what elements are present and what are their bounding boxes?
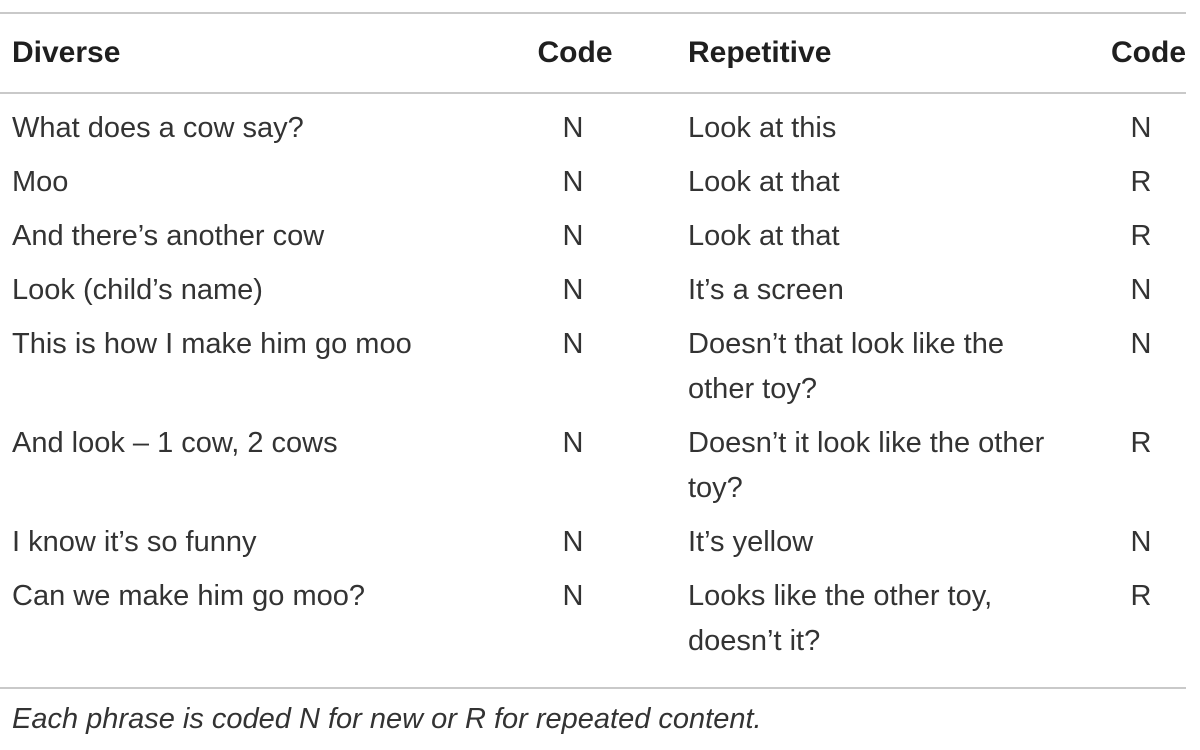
bottom-rule [0, 687, 1186, 689]
code-cell: N [1130, 112, 1152, 144]
diverse-cell: This is how I make him go moo [12, 328, 412, 360]
table-row: Moo N Look at that R [0, 160, 1186, 214]
code-cell: N [1130, 526, 1152, 558]
code-cell: N [562, 166, 584, 198]
repetitive-cell: Doesn’t it look like the other toy? [688, 427, 1045, 504]
repetitive-cell: Doesn’t that look like the other toy? [688, 328, 1004, 405]
code-cell: R [1130, 427, 1152, 459]
diverse-cell: Moo [12, 166, 69, 198]
diverse-cell: And look – 1 cow, 2 cows [12, 427, 338, 459]
header-code-1: Code [537, 36, 613, 69]
code-cell: N [562, 220, 584, 252]
table-row: What does a cow say? N Look at this N [0, 106, 1186, 160]
table-body: What does a cow say? N Look at this N Mo… [0, 106, 1186, 673]
code-cell: N [1130, 328, 1152, 360]
code-cell: N [562, 526, 584, 558]
header-rule [0, 92, 1186, 94]
diverse-cell: Can we make him go moo? [12, 580, 365, 612]
repetitive-cell: Look at this [688, 112, 837, 144]
code-cell: N [1130, 274, 1152, 306]
repetitive-cell: Look at that [688, 220, 840, 252]
code-cell: R [1130, 166, 1152, 198]
code-cell: N [562, 112, 584, 144]
code-cell: N [562, 427, 584, 459]
table-row: And look – 1 cow, 2 cows N Doesn’t it lo… [0, 421, 1186, 520]
header-code-2: Code [1111, 36, 1186, 69]
table-row: Can we make him go moo? N Looks like the… [0, 574, 1186, 673]
code-cell: N [562, 580, 584, 612]
diverse-cell: And there’s another cow [12, 220, 325, 252]
header-repetitive: Repetitive [688, 36, 832, 69]
diverse-cell: Look (child’s name) [12, 274, 263, 306]
repetitive-cell: Looks like the other toy, doesn’t it? [688, 580, 993, 657]
diverse-cell: I know it’s so funny [12, 526, 257, 558]
header-diverse: Diverse [12, 36, 121, 69]
table-row: Look (child’s name) N It’s a screen N [0, 268, 1186, 322]
code-cell: N [562, 328, 584, 360]
code-cell: R [1130, 220, 1152, 252]
repetitive-cell: Look at that [688, 166, 840, 198]
top-rule [0, 12, 1186, 14]
table-header: Diverse Code Repetitive Code [0, 30, 1186, 80]
table-row: This is how I make him go moo N Doesn’t … [0, 322, 1186, 421]
code-cell: N [562, 274, 584, 306]
code-cell: R [1130, 580, 1152, 612]
table-footnote: Each phrase is coded N for new or R for … [12, 703, 762, 735]
table-row: I know it’s so funny N It’s yellow N [0, 520, 1186, 574]
repetitive-cell: It’s a screen [688, 274, 844, 306]
repetitive-cell: It’s yellow [688, 526, 814, 558]
table-row: And there’s another cow N Look at that R [0, 214, 1186, 268]
diverse-cell: What does a cow say? [12, 112, 304, 144]
